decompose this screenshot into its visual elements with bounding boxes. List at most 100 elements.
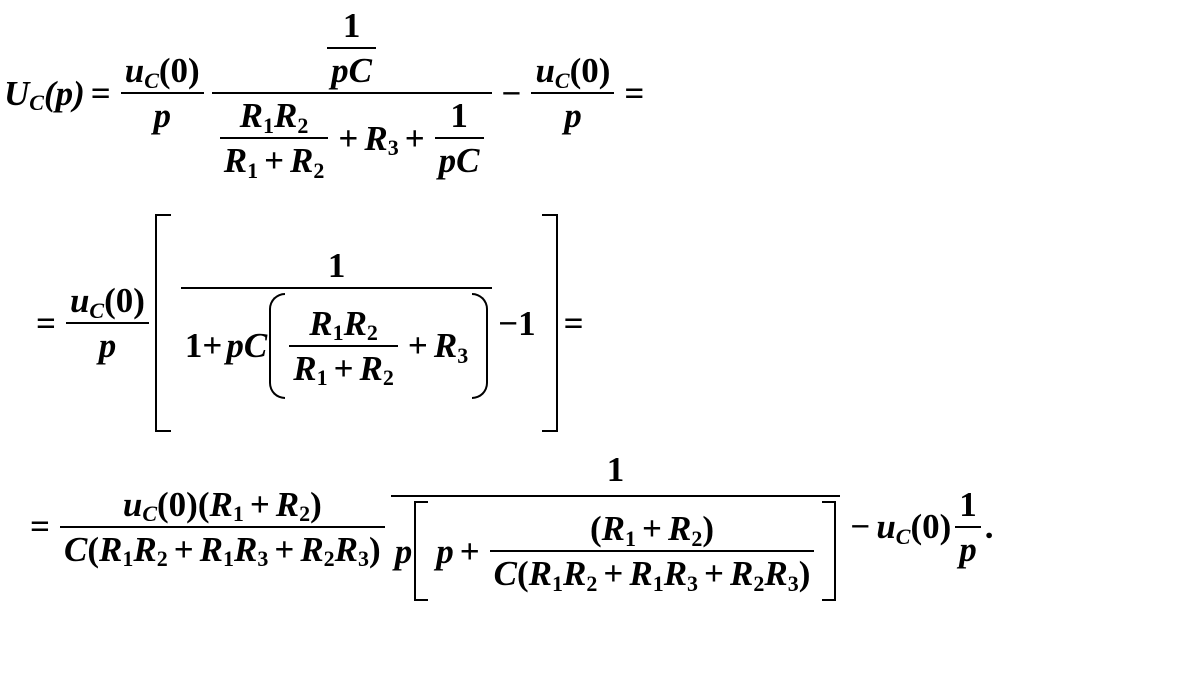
subscript: 2 [753,570,765,596]
subscript: 3 [257,546,269,571]
plus-sign: + [274,529,295,569]
p-symbol: p [959,529,977,569]
r-symbol: R [667,509,692,548]
right-square-bracket [822,501,837,601]
equals-sign: = [90,73,111,113]
one-plus: 1+ [184,326,223,365]
p-symbol: p [98,326,117,365]
laplace-argument: (p) [43,73,85,113]
laplace-voltage-symbol: U [4,73,30,113]
subscript: 3 [387,135,399,160]
uc-symbol: u [69,281,90,320]
plus-sign: + [249,484,270,524]
subscript: 2 [366,320,378,345]
subscript: 1 [625,525,637,551]
right-paren-text: ) [702,509,714,548]
r-symbol: R [309,303,333,343]
fraction-1-over-p: 1 p [955,487,981,567]
subscript: 1 [122,546,134,571]
subscript: 1 [316,365,328,390]
argument: (0) [104,281,145,320]
left-paren-text: ( [517,554,529,593]
pC-symbol: pC [226,326,268,365]
r-symbol: R [300,529,324,569]
right-paren-text: ) [369,529,381,569]
fraction-bar [489,550,815,552]
equals-sign: = [624,73,645,113]
left-square-bracket [154,214,171,432]
one: 1 [606,450,625,489]
argument: (0) [158,51,200,90]
uc-symbol: u [876,507,896,546]
subscript: C [554,67,570,93]
right-paren-text: ) [798,554,811,593]
plus-sign: + [404,118,425,158]
left-square-bracket [414,501,429,601]
subscript: C [144,67,159,93]
subscript: 3 [687,570,699,596]
minus-one: −1 [498,303,536,343]
right-paren [472,292,489,399]
r-symbol: R [275,484,300,524]
subscript: 1 [332,320,344,345]
fraction-bar [289,344,398,347]
fraction-bar [180,286,493,289]
fraction-1-over-pC: 1 pC [327,6,377,88]
fraction-bar [531,92,615,94]
right-square-bracket [541,214,558,432]
r-symbol: R [359,348,383,388]
subscript: 2 [691,525,703,551]
r-symbol: R [343,303,367,343]
r-symbol: R [334,529,359,569]
fraction-bar [59,525,385,528]
c-symbol: C [63,529,88,569]
fraction-bar [120,92,204,94]
plus-sign: + [704,554,724,593]
plus-sign: + [333,348,354,388]
r-symbol: R [223,141,248,180]
uc-symbol: u [124,51,145,90]
equals-sign: = [30,507,50,546]
subscript: 3 [358,546,370,571]
uc-symbol: u [535,51,555,90]
r-symbol: R [234,529,258,569]
minus-sign: − [850,507,871,546]
r-symbol: R [764,554,788,593]
p-symbol: p [153,96,171,135]
left-paren-text: ( [590,509,602,548]
subscript: 1 [552,570,564,596]
r-symbol: R [274,96,298,135]
r-symbol: R [528,554,553,593]
subscript: 1 [247,157,259,183]
subscript: 3 [457,342,469,368]
r-symbol: R [133,529,157,569]
r-symbol: R [290,141,314,180]
one: 1 [342,6,361,45]
r-symbol: R [563,554,587,593]
one: 1 [450,96,468,135]
left-paren [269,292,286,399]
r-symbol: R [364,118,388,158]
r-symbol: R [293,348,317,388]
subscript: 2 [313,157,325,183]
r-symbol: R [663,554,688,593]
subscript: C [142,501,157,526]
left-paren-text: ( [87,529,99,569]
subscript: C [895,523,911,549]
fraction-1-over-pC: 1 pC [434,96,484,178]
r-symbol: R [209,484,233,524]
plus-sign: + [407,326,428,365]
equals-sign: = [563,303,584,343]
r-symbol: R [629,554,653,593]
subscript: 2 [297,112,309,138]
subscript: 3 [787,570,799,596]
subscript: 1 [652,570,664,596]
